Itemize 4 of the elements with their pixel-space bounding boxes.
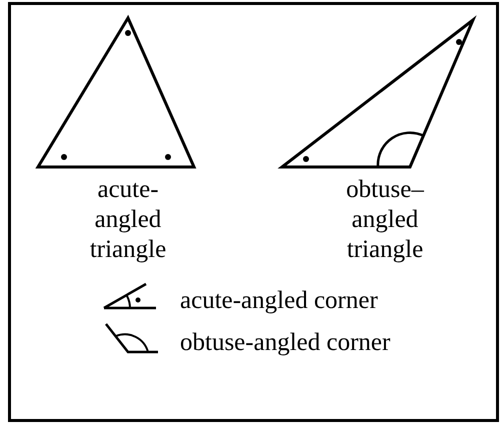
triangle-caption: obtuse– angled triangle xyxy=(345,175,425,265)
legend-text: obtuse-angled corner xyxy=(180,329,390,357)
triangle-caption: acute- angled triangle xyxy=(88,175,168,265)
legend-text: acute-angled corner xyxy=(180,287,378,315)
